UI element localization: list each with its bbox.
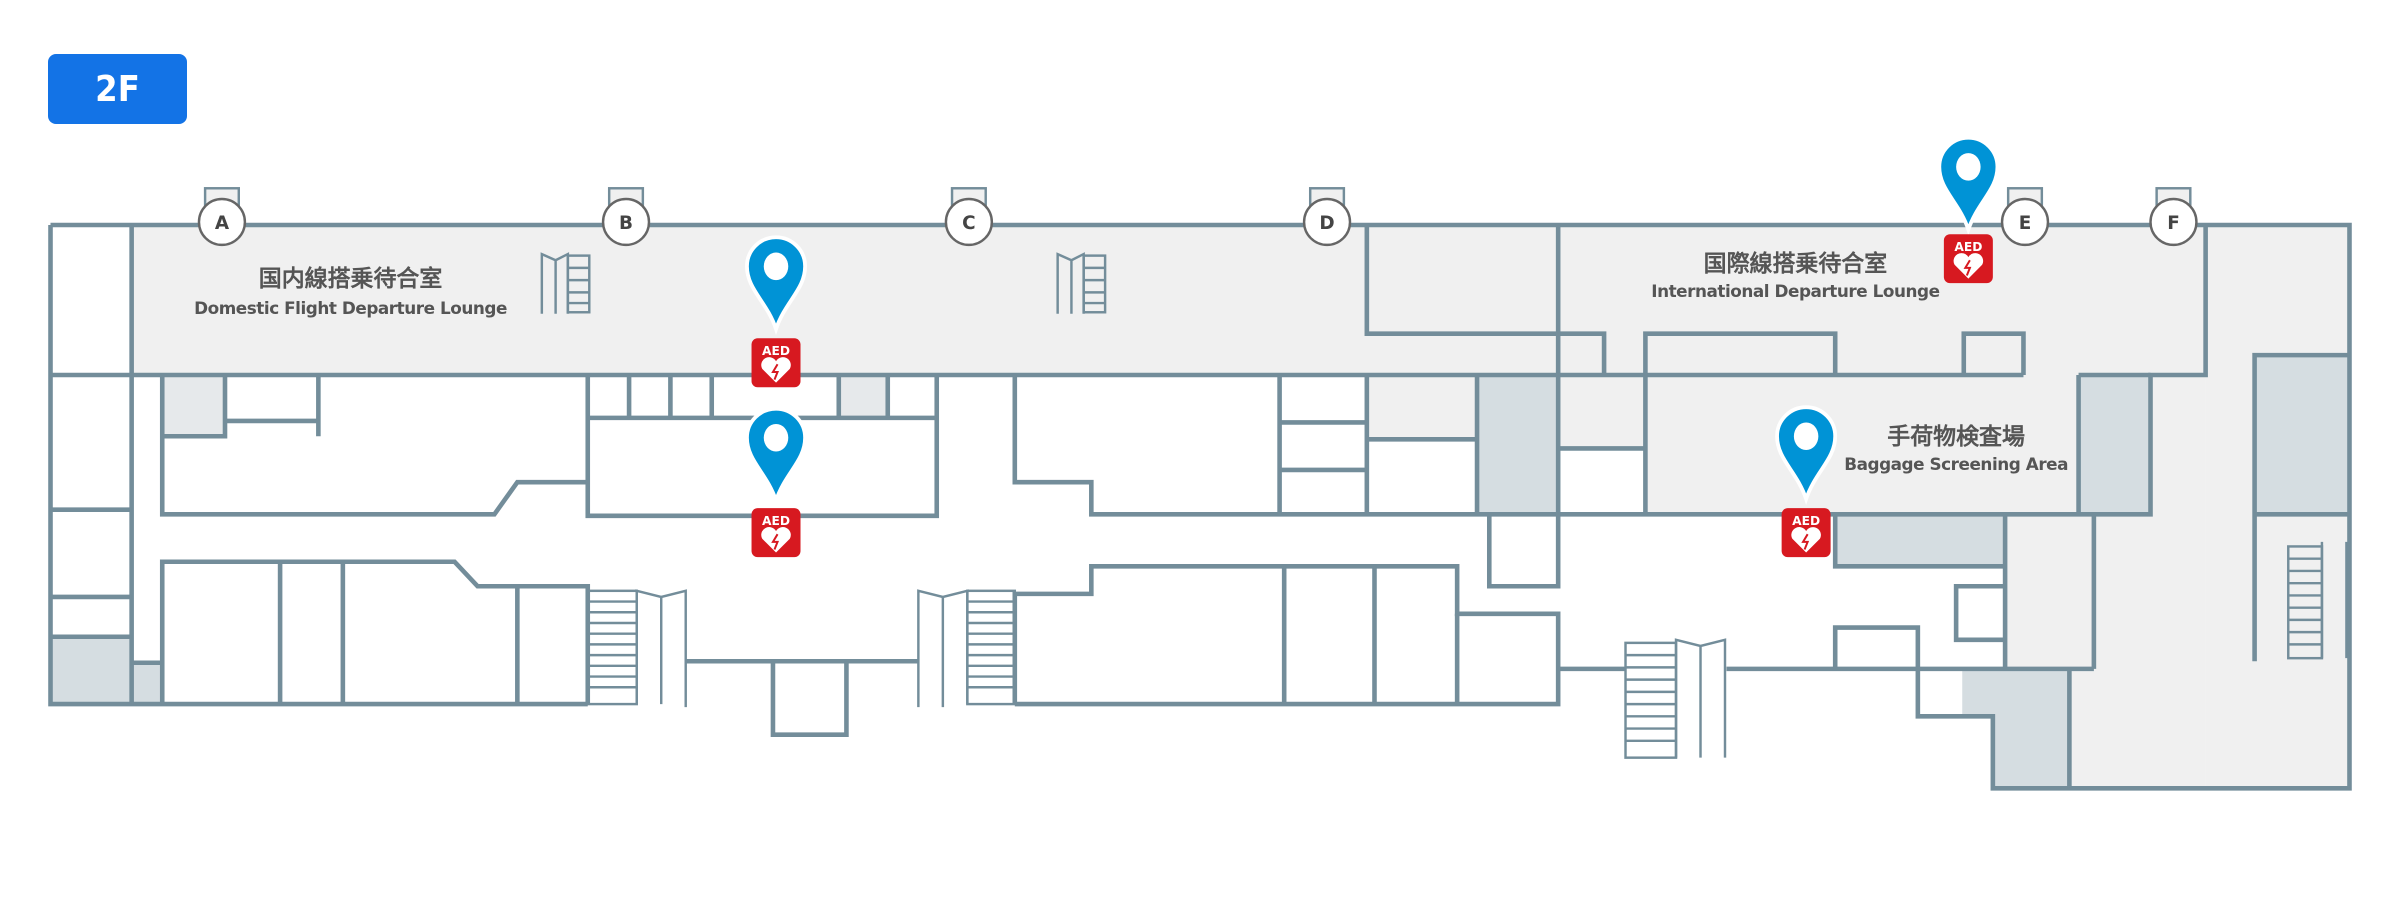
- stairs-icon: [1624, 638, 1727, 759]
- area-name-jp: 手荷物検査場: [1887, 423, 2025, 450]
- area-name-en: International Departure Lounge: [1651, 281, 1939, 301]
- aed-location-marker[interactable]: AED: [745, 235, 808, 388]
- map-pin-icon[interactable]: [745, 235, 808, 336]
- heart-icon: [1953, 253, 1984, 279]
- aed-location-marker[interactable]: AED: [1937, 135, 2000, 284]
- aed-label: AED: [1954, 240, 1982, 254]
- gate-label: F: [2167, 213, 2180, 234]
- lightning-icon: [771, 533, 780, 550]
- area-name-en: Baggage Screening Area: [1844, 454, 2068, 474]
- gate-marker-a[interactable]: A: [197, 197, 247, 247]
- aed-location-marker[interactable]: AED: [745, 406, 808, 558]
- stairs-icon: [2287, 541, 2348, 660]
- stairs-icon: [586, 589, 687, 708]
- aed-label: AED: [762, 514, 790, 528]
- gate-label: D: [1319, 213, 1334, 234]
- gate-label: C: [962, 213, 975, 234]
- area-fills: [50, 225, 2350, 789]
- aed-location-marker[interactable]: AED: [1775, 405, 1838, 558]
- escalator-icon: [540, 252, 591, 314]
- floor-selector-2f[interactable]: 2F: [48, 54, 187, 124]
- gate-marker-c[interactable]: C: [944, 197, 994, 247]
- area-label-domestic: 国内線搭乗待合室 Domestic Flight Departure Loung…: [194, 265, 507, 318]
- area-name-en: Domestic Flight Departure Lounge: [194, 298, 507, 318]
- area-name-jp: 国内線搭乗待合室: [259, 265, 443, 292]
- lightning-icon: [771, 363, 780, 380]
- gate-marker-b[interactable]: B: [601, 197, 651, 247]
- escalator-icon: [1056, 252, 1107, 314]
- stairs-icon: [917, 589, 1017, 708]
- area-label-baggage: 手荷物検査場 Baggage Screening Area: [1844, 423, 2068, 474]
- aed-label: AED: [1792, 514, 1820, 528]
- gate-label: B: [619, 213, 633, 234]
- heart-icon: [1791, 527, 1821, 553]
- map-pin-icon[interactable]: [745, 406, 808, 507]
- area-label-international: 国際線搭乗待合室 International Departure Lounge: [1651, 250, 1940, 301]
- area-name-jp: 国際線搭乗待合室: [1704, 250, 1888, 277]
- heart-icon: [761, 357, 791, 383]
- gate-connectors: [203, 187, 2192, 227]
- map-pin-icon[interactable]: [1775, 405, 1838, 506]
- lightning-icon: [1801, 533, 1810, 550]
- gate-label: A: [215, 213, 230, 234]
- gate-marker-f[interactable]: F: [2149, 197, 2198, 247]
- gate-label: E: [2019, 213, 2032, 234]
- aed-label: AED: [762, 344, 790, 358]
- heart-icon: [761, 527, 791, 553]
- gate-marker-e[interactable]: E: [2000, 197, 2050, 247]
- map-pin-icon[interactable]: [1937, 135, 2000, 236]
- stairs: [540, 252, 2348, 759]
- gate-marker-d[interactable]: D: [1302, 197, 1352, 247]
- lightning-icon: [1963, 259, 1972, 276]
